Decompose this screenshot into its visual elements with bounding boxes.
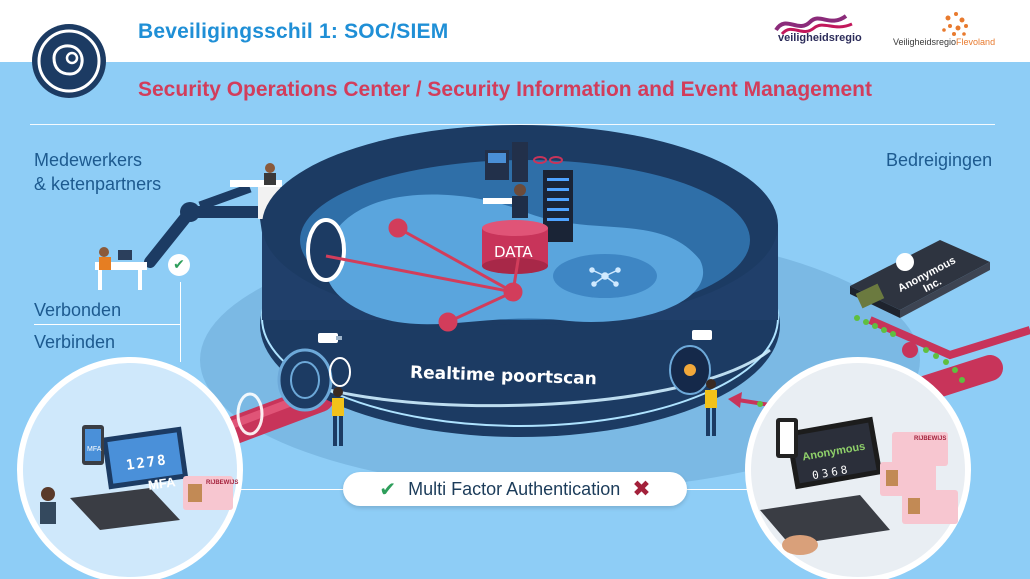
flevoland-logo	[942, 12, 968, 36]
drone-icon	[533, 156, 563, 164]
attack-arrow	[737, 398, 771, 407]
data-cylinder	[482, 220, 548, 274]
id-card-label-left: RIJBEWIJS	[206, 480, 239, 486]
veiligheidsregio-logo	[774, 14, 853, 36]
header-divider	[30, 124, 995, 125]
employees-label: Medewerkers & ketenpartners	[34, 148, 161, 196]
connect-flow-line	[180, 282, 181, 362]
phone-mfa-label: MFA	[87, 446, 102, 453]
page-title: Beveiligingsschil 1: SOC/SIEM	[138, 20, 449, 43]
red-network	[325, 218, 523, 332]
employee-pipe	[144, 206, 274, 268]
threats-label: Bedreigingen	[886, 150, 993, 170]
mfa-banner-text: Multi Factor Authentication	[408, 478, 621, 499]
cross-icon: ✖	[632, 476, 651, 502]
data-label: DATA	[494, 243, 533, 261]
network-icon	[589, 267, 621, 287]
gear-port	[277, 348, 351, 412]
employee-desk-left	[95, 247, 147, 290]
guard-right	[705, 379, 717, 436]
pipe-joint	[180, 202, 200, 222]
employees-label-line1: Medewerkers	[34, 150, 143, 170]
mfa-banner: ✔ Multi Factor Authentication ✖	[343, 472, 687, 506]
laptop-mfa	[40, 425, 233, 530]
flevoland-logo-text: VeiligheidsregioFlevoland	[893, 37, 995, 47]
attack-arrow-head	[728, 392, 742, 408]
hacker-laptop	[760, 416, 958, 555]
flevoland-suffix: Flevoland	[956, 37, 996, 47]
connected-underline	[34, 324, 180, 325]
threat-pipe	[868, 316, 1030, 360]
anonymous-building	[850, 240, 990, 318]
check-icon: ✔	[379, 477, 397, 501]
header-bar	[0, 0, 1030, 62]
id-card-label-right: RIJBEWIJS	[914, 436, 947, 442]
connecting-label: Verbinden	[34, 332, 116, 352]
connected-check-icon: ✔	[168, 254, 190, 276]
shield-cell-icon	[32, 24, 106, 98]
veiligheidsregio-logo-text: veiligheidsregio	[778, 32, 862, 44]
right-port	[669, 345, 711, 395]
page-subtitle: Security Operations Center / Security In…	[138, 78, 872, 101]
security-camera-left	[318, 333, 342, 343]
guard-left	[332, 387, 344, 446]
connected-label: Verbonden	[34, 300, 122, 320]
threat-pipe-joint	[902, 342, 918, 358]
banner-connector-right	[687, 489, 747, 490]
flevoland-prefix: Veiligheidsregio	[893, 37, 957, 47]
security-camera-right	[692, 330, 712, 340]
soc-siem-illustration	[17, 125, 1030, 579]
banner-connector-left	[236, 489, 343, 490]
port-ring	[306, 218, 346, 282]
employees-label-line2: & ketenpartners	[34, 174, 162, 194]
employee-pipe-upper	[198, 183, 252, 211]
